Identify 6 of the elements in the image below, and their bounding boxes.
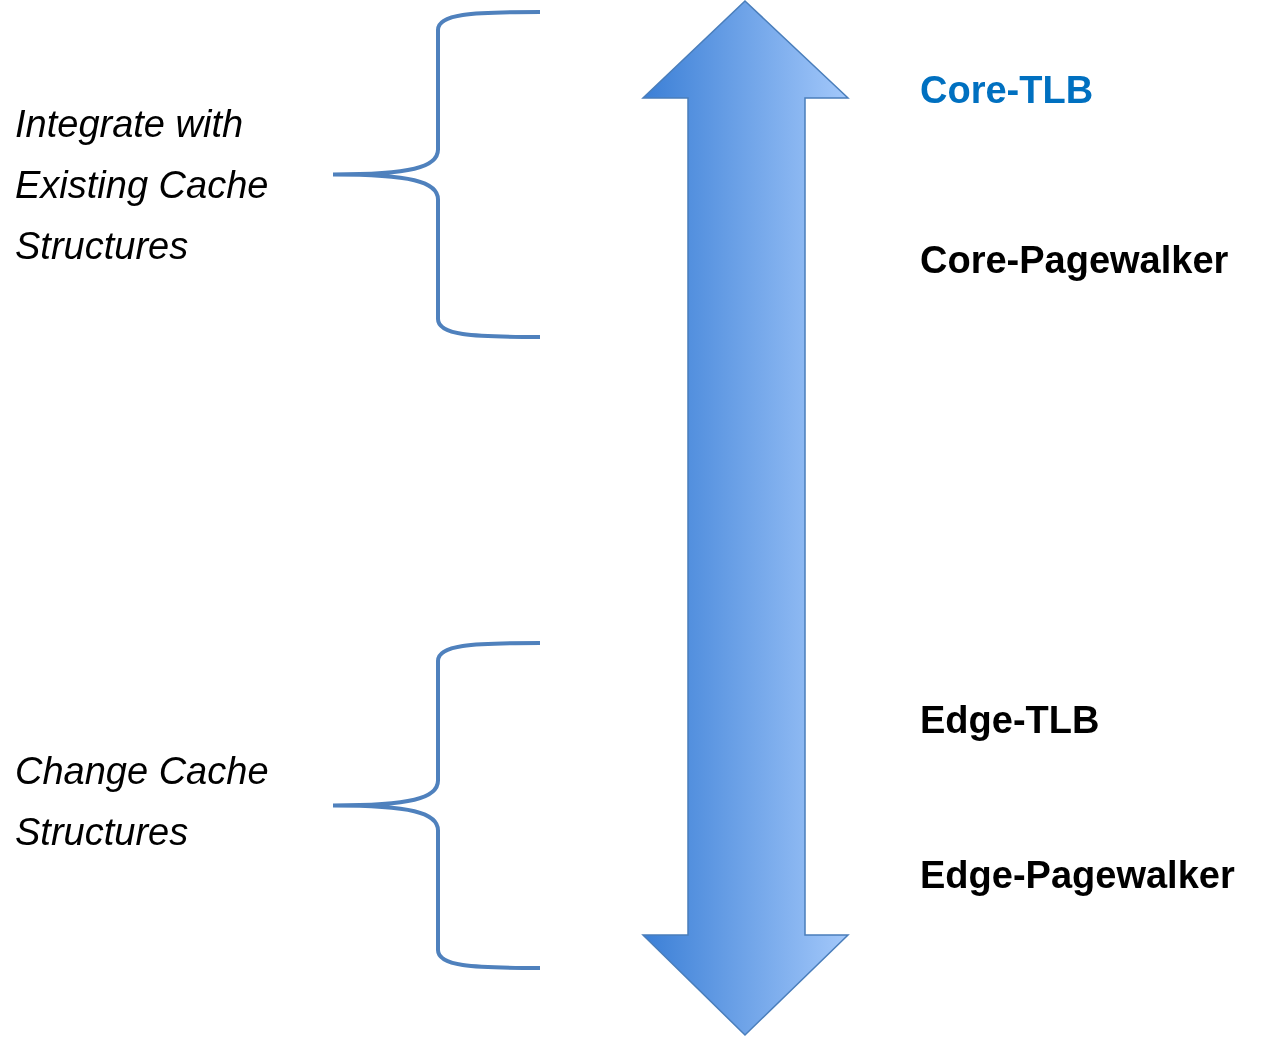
scale-label: Edge-Pagewalker bbox=[920, 853, 1235, 898]
scale-label: Core-Pagewalker bbox=[920, 238, 1229, 283]
brace-label: Integrate with Existing Cache Structures bbox=[15, 102, 270, 269]
scale-label: Core-TLB bbox=[920, 68, 1094, 113]
brace-label: Change Cache Structures bbox=[15, 749, 270, 855]
scale-label: Edge-TLB bbox=[920, 698, 1100, 743]
